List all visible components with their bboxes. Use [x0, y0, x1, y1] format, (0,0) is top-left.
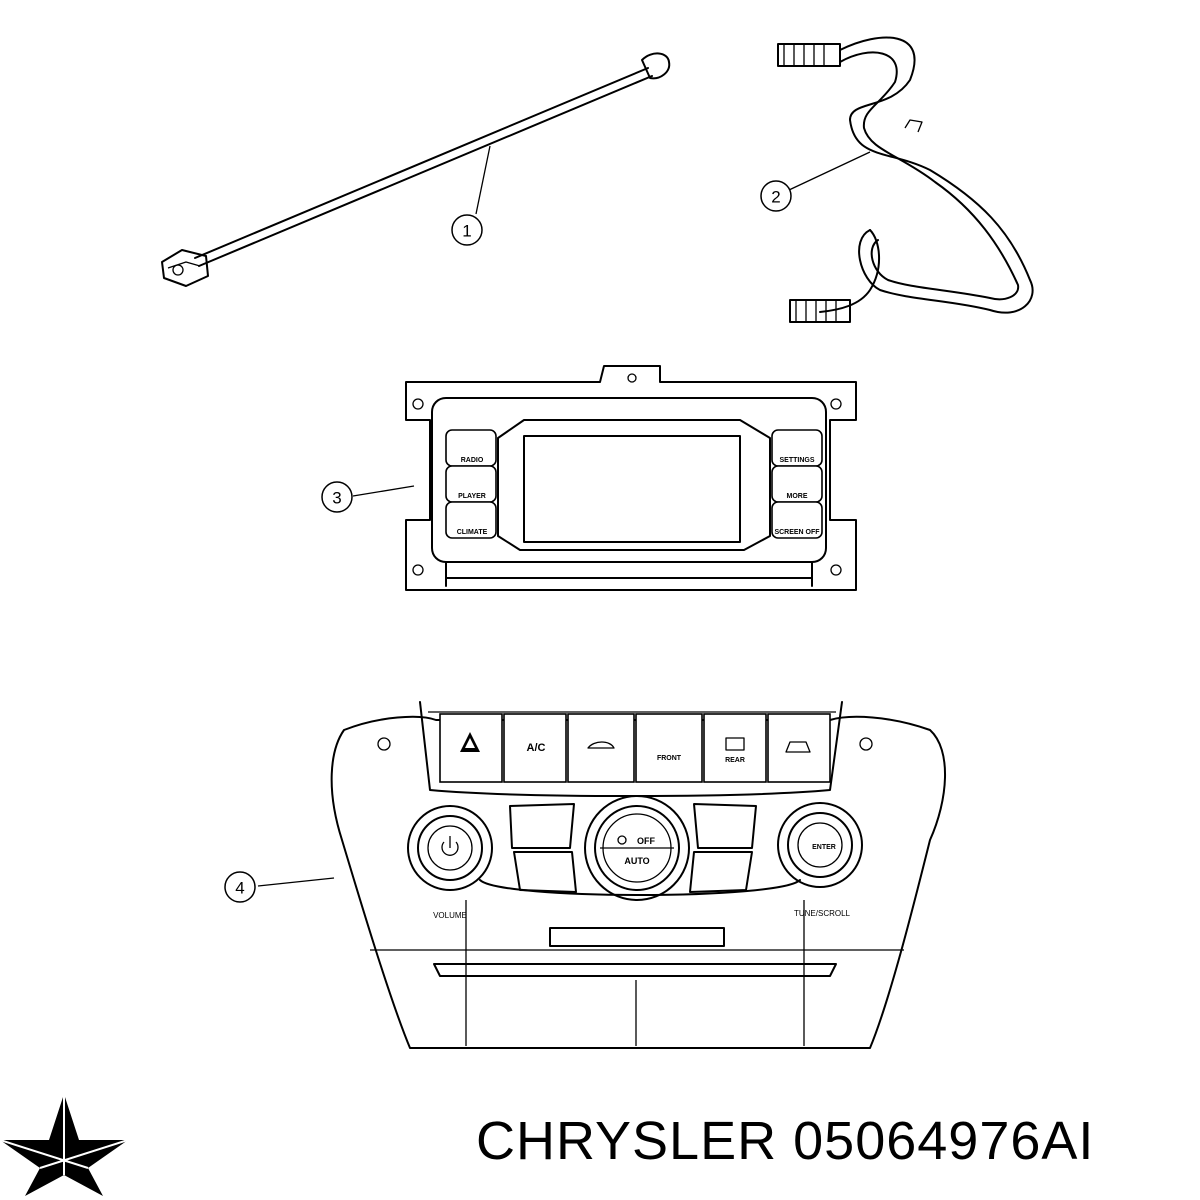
part-1-cable [161, 52, 671, 287]
tune-knob[interactable]: ENTER [777, 802, 863, 888]
hazard-icon [460, 732, 480, 752]
volume-knob[interactable] [407, 805, 493, 891]
part-number: 05064976AI [793, 1111, 1095, 1171]
callout-2-label: 2 [771, 188, 780, 207]
part-2-harness [777, 36, 1034, 323]
button-more[interactable]: MORE [787, 493, 808, 500]
button-ac[interactable]: A/C [527, 742, 546, 754]
button-off[interactable]: OFF [637, 836, 655, 846]
tune-knob-label: ENTER [812, 844, 836, 851]
button-screen-off[interactable]: SCREEN OFF [774, 529, 820, 536]
callout-3: 3 [321, 481, 353, 513]
button-auto[interactable]: AUTO [624, 856, 649, 866]
callout-1: 1 [451, 214, 483, 246]
callout-2: 2 [760, 180, 792, 212]
brand-name: CHRYSLER [476, 1111, 778, 1171]
button-settings[interactable]: SETTINGS [779, 457, 814, 464]
power-icon [441, 836, 459, 856]
button-rear-defrost[interactable]: REAR [725, 757, 745, 764]
button-radio[interactable]: RADIO [461, 457, 484, 464]
button-player[interactable]: PLAYER [458, 493, 486, 500]
callout-4: 4 [224, 871, 256, 903]
part-4-hvac-faceplate: A/C FRONT REAR OFF AUTO [257, 701, 946, 1049]
callout-4-label: 4 [235, 879, 244, 898]
fan-icon [617, 835, 627, 845]
volume-label: VOLUME [433, 911, 467, 920]
button-front-defrost[interactable]: FRONT [657, 755, 682, 762]
tune-scroll-label: TUNE/SCROLL [794, 909, 851, 918]
callout-1-label: 1 [462, 222, 471, 241]
part-3-display-module: RADIO PLAYER CLIMATE SETTINGS MORE SCREE… [352, 365, 857, 591]
button-climate[interactable]: CLIMATE [457, 529, 488, 536]
chrysler-star-logo [0, 1094, 129, 1196]
part-caption: CHRYSLER 05064976AI [476, 1110, 1094, 1172]
callout-3-label: 3 [332, 489, 341, 508]
